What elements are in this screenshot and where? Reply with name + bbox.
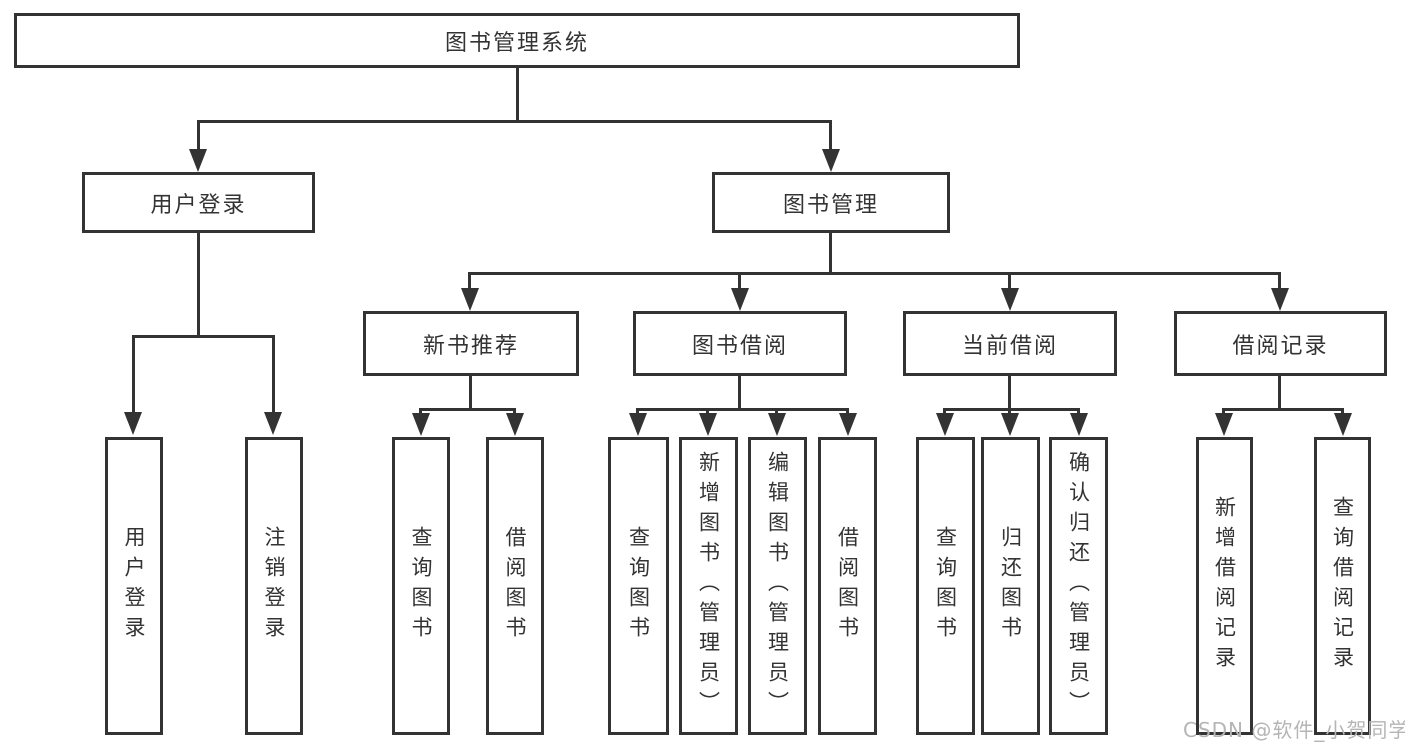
arrow-down-icon xyxy=(1334,413,1352,436)
node-confirm-return-admin: 确认归还（管理员） xyxy=(1049,437,1108,735)
node-confirm-return-admin-label: 确认归还（管理员） xyxy=(1066,451,1091,721)
node-return-book: 归还图书 xyxy=(981,437,1040,735)
connector-line xyxy=(1222,408,1344,411)
node-add-borrow-record-label: 新增借阅记录 xyxy=(1212,496,1237,676)
connector-line xyxy=(132,335,135,415)
node-add-book-admin: 新增图书（管理员） xyxy=(679,437,738,735)
connector-line xyxy=(419,408,422,415)
arrow-down-icon xyxy=(124,412,142,435)
node-book-management: 图书管理 xyxy=(712,172,950,233)
connector-line xyxy=(513,408,516,415)
node-borrow-book-recommend: 借阅图书 xyxy=(486,437,544,735)
connector-line xyxy=(197,120,832,123)
connector-line xyxy=(469,376,472,408)
arrow-down-icon xyxy=(461,288,479,311)
connector-line xyxy=(943,408,1080,411)
connector-line xyxy=(468,272,471,292)
connector-line xyxy=(132,335,275,338)
node-borrow-record: 借阅记录 xyxy=(1174,311,1387,376)
arrow-down-icon xyxy=(699,413,717,436)
node-user-login-label: 用户登录 xyxy=(150,192,247,218)
connector-line xyxy=(1222,408,1225,415)
node-query-book-current-label: 查询图书 xyxy=(933,526,958,646)
node-current-borrow: 当前借阅 xyxy=(903,311,1117,376)
node-edit-book-admin: 编辑图书（管理员） xyxy=(748,437,807,735)
connector-line xyxy=(197,233,200,335)
node-borrow-book-action-label: 借阅图书 xyxy=(835,526,860,646)
node-library-management-system: 图书管理系统 xyxy=(14,13,1020,68)
connector-line xyxy=(846,408,849,415)
node-book-borrow: 图书借阅 xyxy=(633,311,847,376)
node-new-book-recommend-label: 新书推荐 xyxy=(422,333,519,359)
node-query-borrow-record-label: 查询借阅记录 xyxy=(1330,496,1355,676)
node-return-book-label: 归还图书 xyxy=(998,526,1023,646)
arrow-down-icon xyxy=(1215,413,1233,436)
arrow-down-icon xyxy=(1001,288,1019,311)
node-query-borrow-record: 查询借阅记录 xyxy=(1314,437,1371,735)
node-query-book-current: 查询图书 xyxy=(916,437,975,735)
arrow-down-icon xyxy=(506,413,524,436)
node-library-management-system-label: 图书管理系统 xyxy=(444,30,589,56)
node-current-borrow-label: 当前借阅 xyxy=(961,333,1058,359)
node-edit-book-admin-label: 编辑图书（管理员） xyxy=(765,451,790,721)
connector-line xyxy=(829,120,832,152)
connector-line xyxy=(272,335,275,415)
connector-line xyxy=(1278,376,1281,408)
connector-line xyxy=(829,233,832,272)
connector-line xyxy=(636,408,639,415)
node-add-book-admin-label: 新增图书（管理员） xyxy=(696,451,721,721)
connector-line xyxy=(468,272,1281,275)
node-user-logout-action-label: 注销登录 xyxy=(262,526,286,646)
arrow-down-icon xyxy=(1070,413,1088,436)
node-new-book-recommend: 新书推荐 xyxy=(363,311,579,376)
arrow-down-icon xyxy=(936,413,954,436)
connector-line xyxy=(636,408,849,411)
node-borrow-record-label: 借阅记录 xyxy=(1232,333,1329,359)
node-book-management-label: 图书管理 xyxy=(782,192,879,218)
node-user-logout-action: 注销登录 xyxy=(245,437,303,735)
connector-line xyxy=(197,120,200,152)
connector-line xyxy=(1008,272,1011,292)
node-query-book-borrow: 查询图书 xyxy=(608,437,669,735)
connector-line xyxy=(1008,408,1011,415)
arrow-down-icon xyxy=(1001,413,1019,436)
arrow-down-icon xyxy=(768,413,786,436)
connector-line xyxy=(738,376,741,408)
connector-line xyxy=(419,408,516,411)
arrow-down-icon xyxy=(629,413,647,436)
node-borrow-book-action: 借阅图书 xyxy=(818,437,877,735)
node-book-borrow-label: 图书借阅 xyxy=(691,333,788,359)
connector-line xyxy=(738,272,741,292)
connector-line xyxy=(943,408,946,415)
arrow-down-icon xyxy=(412,413,430,436)
node-borrow-book-recommend-label: 借阅图书 xyxy=(503,526,527,646)
connector-line xyxy=(706,408,709,415)
node-user-login-action: 用户登录 xyxy=(105,437,163,735)
node-query-book-recommend-label: 查询图书 xyxy=(409,526,433,646)
node-add-borrow-record: 新增借阅记录 xyxy=(1196,437,1253,735)
arrow-down-icon xyxy=(822,149,840,172)
node-query-book-recommend: 查询图书 xyxy=(392,437,450,735)
arrow-down-icon xyxy=(731,288,749,311)
watermark-text: CSDN @软件_小贺同学 xyxy=(1183,718,1405,742)
node-query-book-borrow-label: 查询图书 xyxy=(626,526,651,646)
connector-line xyxy=(1278,272,1281,292)
node-user-login-action-label: 用户登录 xyxy=(122,526,146,646)
connector-line xyxy=(1341,408,1344,415)
connector-line xyxy=(1077,408,1080,415)
connector-line xyxy=(1008,376,1011,408)
arrow-down-icon xyxy=(839,413,857,436)
arrow-down-icon xyxy=(264,412,282,435)
arrow-down-icon xyxy=(189,149,207,172)
arrow-down-icon xyxy=(1271,288,1289,311)
connector-line xyxy=(775,408,778,415)
node-user-login: 用户登录 xyxy=(82,172,315,233)
connector-line xyxy=(516,68,519,120)
